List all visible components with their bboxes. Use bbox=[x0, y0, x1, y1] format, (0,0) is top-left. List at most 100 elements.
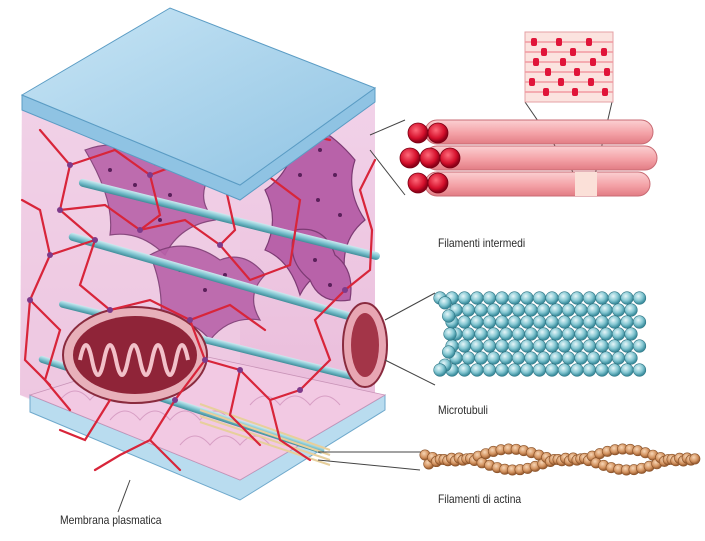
tubulin-dimer bbox=[483, 292, 496, 305]
tubulin-dimer bbox=[458, 364, 471, 377]
tubulin-dimer bbox=[571, 292, 584, 305]
tubulin-dimer bbox=[583, 292, 596, 305]
tubulin-dimer bbox=[600, 328, 613, 341]
tubulin-dimer bbox=[558, 292, 571, 305]
tubulin-dimer bbox=[439, 297, 452, 310]
tubulin-dimer bbox=[483, 364, 496, 377]
tubulin-dimer bbox=[546, 364, 559, 377]
tubulin-dimer bbox=[521, 340, 534, 353]
tubulin-dimer bbox=[475, 328, 488, 341]
tubulin-dimer bbox=[442, 346, 455, 359]
tubulin-dimer bbox=[587, 304, 600, 317]
tubulin-dimer bbox=[471, 364, 484, 377]
tubulin-dimer bbox=[546, 292, 559, 305]
tubulin-dimer bbox=[537, 328, 550, 341]
tubulin-dimer bbox=[508, 364, 521, 377]
tubulin-dimer bbox=[596, 292, 609, 305]
filament-tube bbox=[425, 172, 650, 196]
tubulin-dimer bbox=[571, 316, 584, 329]
tubulin-dimer bbox=[525, 328, 538, 341]
tubulin-dimer bbox=[550, 352, 563, 365]
tubulin-dimer bbox=[508, 316, 521, 329]
tubulin-dimer bbox=[483, 340, 496, 353]
tubulin-dimer bbox=[521, 292, 534, 305]
tubulin-dimer bbox=[625, 328, 638, 341]
tubulin-dimer bbox=[458, 340, 471, 353]
tubulin-dimer bbox=[533, 292, 546, 305]
tubulin-dimer bbox=[633, 316, 646, 329]
tubulin-dimer bbox=[496, 316, 509, 329]
tubulin-dimer bbox=[621, 316, 634, 329]
cell-block bbox=[20, 8, 387, 500]
tubulin-dimer bbox=[500, 304, 513, 317]
tubulin-dimer bbox=[558, 316, 571, 329]
tubulin-dimer bbox=[496, 292, 509, 305]
tubulin-dimer bbox=[471, 292, 484, 305]
tubulin-dimer bbox=[462, 352, 475, 365]
tubulin-dimer bbox=[596, 316, 609, 329]
tubulin-dimer bbox=[608, 340, 621, 353]
tubulin-dimer bbox=[471, 316, 484, 329]
tubulin-dimer bbox=[633, 292, 646, 305]
tubulin-dimer bbox=[600, 304, 613, 317]
tubulin-dimer bbox=[444, 328, 457, 341]
tubulin-dimer bbox=[537, 304, 550, 317]
tubulin-dimer bbox=[575, 352, 588, 365]
tubulin-dimer bbox=[487, 304, 500, 317]
tubulin-dimer bbox=[475, 304, 488, 317]
tubulin-dimer bbox=[583, 340, 596, 353]
tubulin-dimer bbox=[625, 304, 638, 317]
label-intermediate-filaments: Filamenti intermedi bbox=[438, 236, 525, 250]
microtubule-detail bbox=[434, 292, 646, 377]
tubulin-dimer bbox=[533, 316, 546, 329]
tubulin-dimer bbox=[621, 364, 634, 377]
tubulin-dimer bbox=[608, 316, 621, 329]
tubulin-dimer bbox=[583, 316, 596, 329]
tubulin-dimer bbox=[612, 304, 625, 317]
filament-highlight-segment bbox=[575, 172, 597, 196]
tubulin-dimer bbox=[500, 328, 513, 341]
tubulin-dimer bbox=[558, 340, 571, 353]
tubulin-dimer bbox=[550, 328, 563, 341]
tubulin-dimer bbox=[562, 304, 575, 317]
mitochondrion bbox=[63, 307, 207, 403]
tubulin-dimer bbox=[546, 340, 559, 353]
tubulin-dimer bbox=[633, 364, 646, 377]
label-actin-filaments: Filamenti di actina bbox=[438, 492, 521, 506]
tubulin-dimer bbox=[558, 364, 571, 377]
tubulin-dimer bbox=[508, 292, 521, 305]
tubulin-dimer bbox=[442, 310, 455, 323]
label-plasma-membrane: Membrana plasmatica bbox=[60, 513, 162, 527]
tubulin-dimer bbox=[512, 352, 525, 365]
tubulin-dimer bbox=[546, 316, 559, 329]
tubulin-dimer bbox=[575, 304, 588, 317]
tubulin-dimer bbox=[462, 328, 475, 341]
tubulin-dimer bbox=[475, 352, 488, 365]
tubulin-dimer bbox=[496, 340, 509, 353]
tubulin-dimer bbox=[458, 316, 471, 329]
tubulin-dimer bbox=[487, 328, 500, 341]
tubulin-dimer bbox=[512, 304, 525, 317]
tubulin-dimer bbox=[625, 352, 638, 365]
tubulin-dimer bbox=[533, 364, 546, 377]
tubulin-dimer bbox=[525, 304, 538, 317]
tubulin-dimer bbox=[621, 292, 634, 305]
tubulin-dimer bbox=[571, 364, 584, 377]
tubulin-dimer bbox=[583, 364, 596, 377]
tubulin-dimer bbox=[562, 352, 575, 365]
tubulin-dimer bbox=[562, 328, 575, 341]
tubulin-dimer bbox=[575, 328, 588, 341]
tubulin-dimer bbox=[462, 304, 475, 317]
tubulin-dimer bbox=[487, 352, 500, 365]
organelle-cut bbox=[343, 303, 387, 387]
tubulin-dimer bbox=[512, 328, 525, 341]
actin-monomer bbox=[690, 454, 700, 464]
filament-tube bbox=[425, 120, 653, 144]
tubulin-dimer bbox=[521, 316, 534, 329]
tubulin-dimer bbox=[471, 340, 484, 353]
tubulin-dimer bbox=[608, 364, 621, 377]
tubulin-dimer bbox=[587, 352, 600, 365]
tubulin-dimer bbox=[458, 292, 471, 305]
tubulin-dimer bbox=[612, 328, 625, 341]
